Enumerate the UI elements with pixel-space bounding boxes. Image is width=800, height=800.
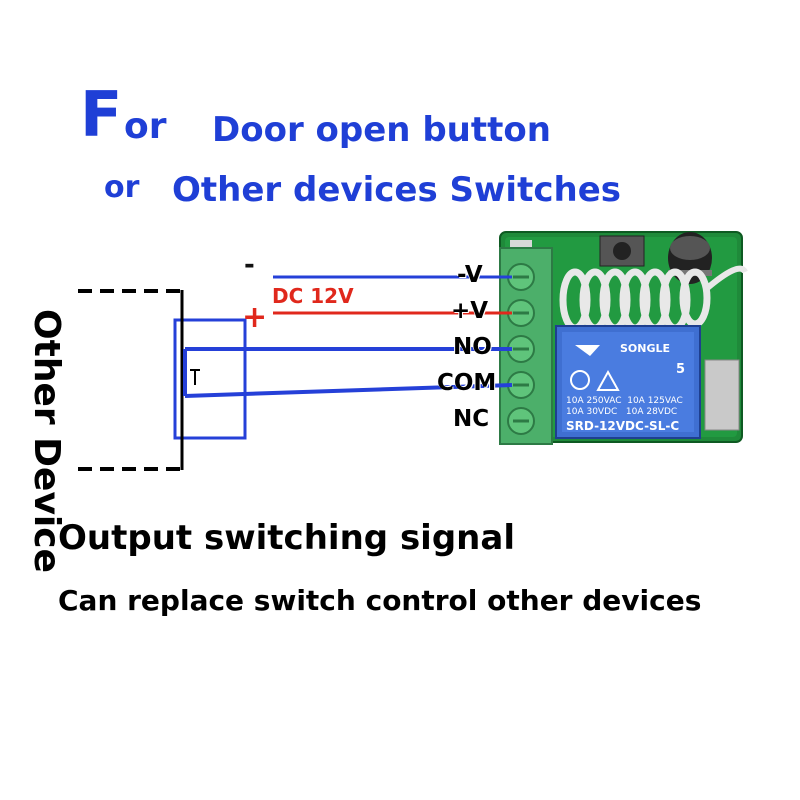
title-for-suffix: or <box>124 106 167 147</box>
terminal-label-minus-v: -V <box>457 262 483 288</box>
plus-sign: + <box>242 300 268 335</box>
terminal-label-plus-v: +V <box>451 298 489 324</box>
relay-number: 5 <box>676 362 686 377</box>
terminal-label-com: COM <box>437 370 497 396</box>
dashed-external-lines <box>78 289 182 471</box>
terminal-label-no: NO <box>453 334 492 360</box>
relay <box>555 325 701 439</box>
caption-sub: Can replace switch control other devices <box>58 584 702 617</box>
minus-sign: - <box>244 250 255 280</box>
title-line-1: Door open button <box>212 110 551 150</box>
title-big-letter: F <box>80 78 123 151</box>
caption-main: Output switching signal <box>58 518 515 558</box>
relay-spec-1: 10A 250VAC 10A 125VAC <box>566 396 683 406</box>
wire-com <box>184 383 513 398</box>
relay-model: SRD-12VDC-SL-C <box>566 419 680 433</box>
terminal-block <box>499 247 553 445</box>
relay-brand: SONGLE <box>620 342 671 355</box>
terminal-label-nc: NC <box>453 406 490 432</box>
title-or: or <box>104 170 140 205</box>
dc-voltage-label: DC 12V <box>272 284 354 308</box>
relay-spec-2: 10A 30VDC 10A 28VDC <box>566 407 678 417</box>
title-line-2: Other devices Switches <box>172 170 621 210</box>
